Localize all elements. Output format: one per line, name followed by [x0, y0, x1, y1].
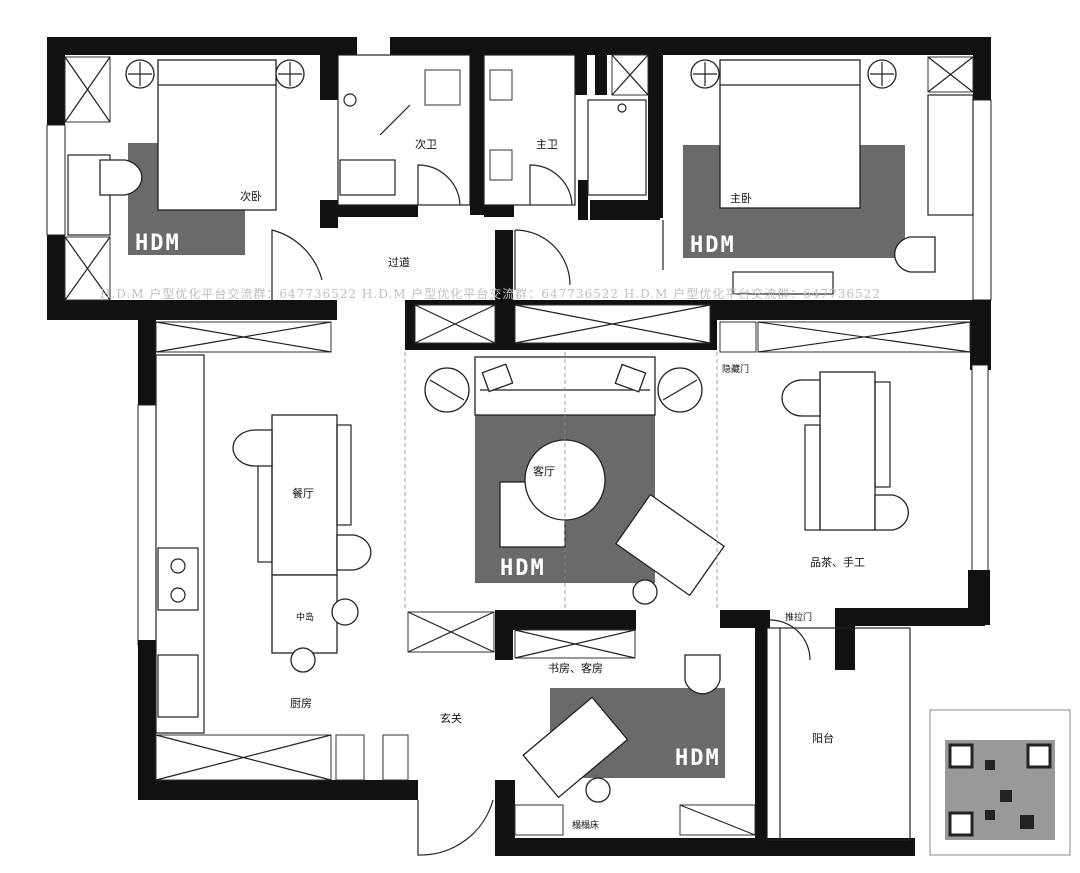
entrance: 玄关 — [407, 611, 495, 856]
label-second-bedroom: 次卧 — [240, 189, 262, 203]
study-guest-room: HDM 书房、客房 榻榻床 — [514, 629, 756, 836]
second-bath: 次卫 — [337, 54, 471, 206]
tea-craft-room: 品茶、手工 隐藏门 推拉门 — [722, 363, 909, 623]
label-master-bedroom: 主卧 — [730, 192, 752, 205]
label-second-bath: 次卫 — [415, 137, 437, 151]
corridor: 过道 H.D.M 户型优化平台交流群：647736522 H.D.M 户型优化平… — [100, 229, 881, 301]
label-living-room: 客厅 — [533, 464, 555, 478]
living-top-cabinets — [155, 304, 971, 353]
rug-logo: HDM — [135, 231, 181, 256]
label-master-bath: 主卫 — [536, 138, 558, 151]
dining-kitchen: 餐厅 中岛 厨房 — [155, 354, 409, 781]
label-tatami-bed: 榻榻床 — [572, 819, 599, 831]
label-balcony: 阳台 — [812, 731, 834, 745]
label-island: 中岛 — [296, 611, 314, 623]
label-hidden-door: 隐藏门 — [722, 363, 749, 375]
label-sliding-door: 推拉门 — [785, 611, 812, 623]
label-study-guest: 书房、客房 — [548, 661, 603, 675]
label-tea-craft: 品茶、手工 — [810, 555, 865, 569]
rug-logo: HDM — [675, 746, 721, 771]
balcony: 阳台 — [766, 619, 911, 841]
label-dining-room: 餐厅 — [292, 486, 314, 500]
master-bedroom: HDM 主卧 — [662, 56, 974, 295]
rug-logo: HDM — [500, 556, 546, 581]
qr-code-image — [929, 709, 1071, 856]
label-corridor: 过道 — [388, 255, 410, 269]
master-bath: 主卫 — [483, 54, 649, 206]
label-kitchen: 厨房 — [290, 697, 312, 710]
living-room: HDM 客厅 — [404, 352, 725, 610]
rug-logo: HDM — [690, 233, 736, 258]
second-bedroom: HDM 次卧 — [64, 56, 323, 301]
label-entrance: 玄关 — [440, 711, 462, 725]
watermark: H.D.M 户型优化平台交流群：647736522 H.D.M 户型优化平台交流… — [100, 286, 881, 301]
